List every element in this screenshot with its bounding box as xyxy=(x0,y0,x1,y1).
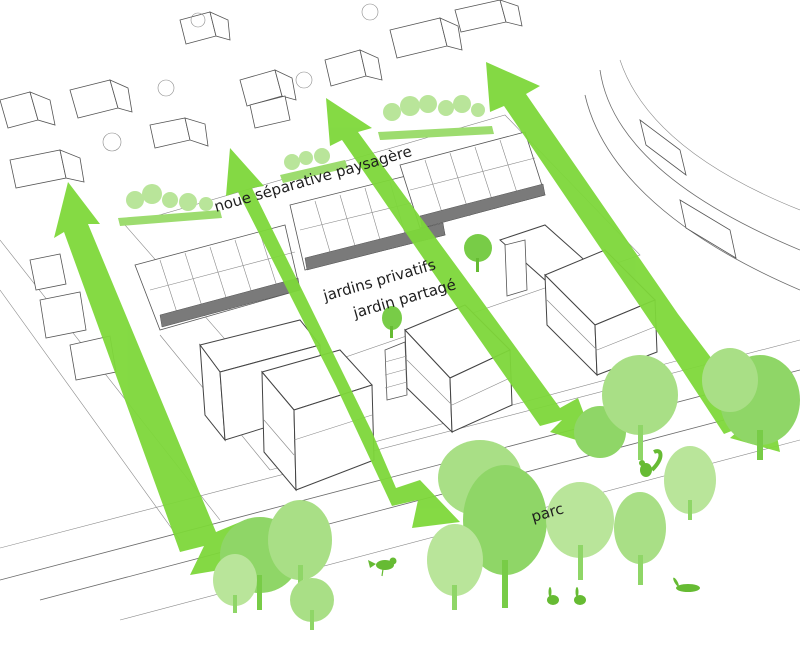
road-curve xyxy=(584,94,800,291)
house xyxy=(179,11,231,45)
noue-strip xyxy=(378,126,494,140)
noue-strip xyxy=(118,210,222,226)
tree-icon xyxy=(290,578,334,630)
surrounding-houses xyxy=(0,0,737,381)
squirrel-icon xyxy=(639,449,663,477)
tree-icon xyxy=(464,234,492,272)
tree-icon xyxy=(602,355,678,460)
street-line xyxy=(0,289,181,541)
house xyxy=(9,149,85,189)
house xyxy=(389,17,463,59)
noue-strip xyxy=(280,160,348,183)
tree-icon xyxy=(213,554,257,613)
rabbit-icon xyxy=(673,577,700,592)
house xyxy=(679,199,737,259)
sketch-tree xyxy=(157,79,175,97)
noue-green-strip xyxy=(118,95,494,226)
house xyxy=(69,79,133,119)
corridor-arrow-1 xyxy=(54,182,245,575)
corridor-arrow-2 xyxy=(226,148,460,528)
tree-icon xyxy=(614,492,666,585)
corridor-arrow-4 xyxy=(486,62,780,452)
house xyxy=(239,69,297,107)
road-curve xyxy=(619,59,800,211)
sketch-tree xyxy=(295,71,313,89)
tree-icon xyxy=(546,482,614,580)
green-corridors xyxy=(54,62,780,575)
road-curve xyxy=(599,69,800,251)
tree-icon xyxy=(664,446,716,520)
building-right xyxy=(499,224,658,377)
house xyxy=(149,117,209,149)
sketch-tree xyxy=(361,3,379,21)
bird-icon xyxy=(368,557,397,577)
building-balconies xyxy=(384,341,408,401)
site-platform xyxy=(124,114,641,386)
townhouses-row-left xyxy=(134,224,301,331)
house xyxy=(249,95,291,129)
tree-icon xyxy=(382,306,402,338)
building-center xyxy=(384,304,513,434)
sketch-tree xyxy=(102,132,122,152)
tree-icon xyxy=(427,524,483,610)
noue-vegetation xyxy=(126,95,485,211)
tree-icon xyxy=(463,465,547,608)
park-trees xyxy=(213,234,800,630)
rabbit-icon xyxy=(547,587,559,605)
house xyxy=(324,49,383,87)
house xyxy=(29,253,87,339)
corridor-arrow-3 xyxy=(326,98,596,446)
tree-icon xyxy=(702,348,758,412)
rabbit-icon xyxy=(574,587,586,605)
sketch-tree xyxy=(190,12,206,28)
house xyxy=(454,0,523,33)
house xyxy=(0,91,56,129)
house xyxy=(639,119,687,176)
townhouses-row-right xyxy=(399,131,546,229)
